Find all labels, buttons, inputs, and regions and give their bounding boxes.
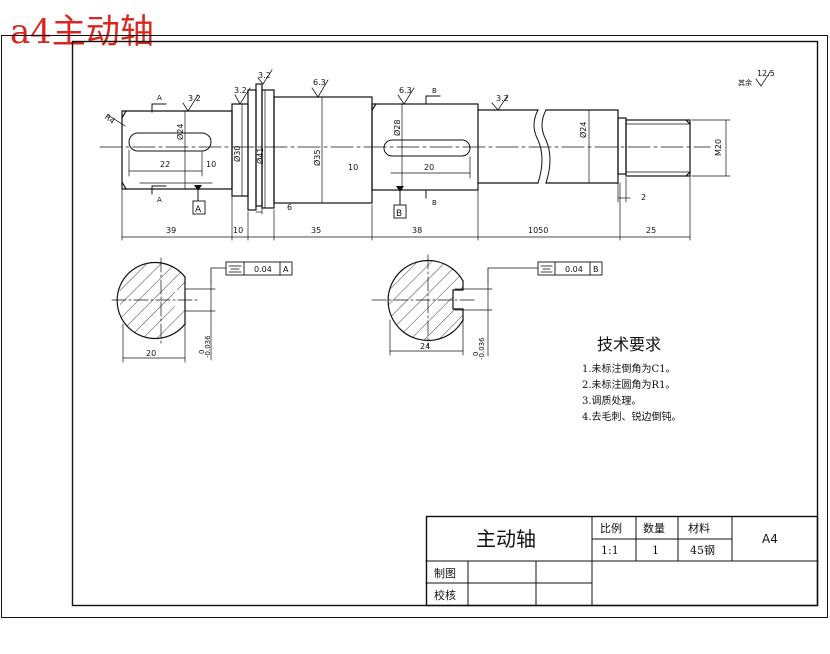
roughness-1: 3.2 bbox=[188, 94, 201, 103]
tech-heading: 技术要求 bbox=[597, 335, 661, 354]
roughness-values: 3.2 3.2 3.2 6.3 6.3 3.2 其余 12.5 bbox=[188, 69, 775, 103]
datum-a: A bbox=[195, 205, 202, 215]
dim-1050: 1050 bbox=[528, 226, 548, 235]
value-quantity: 1 bbox=[652, 544, 659, 557]
section-b-bottom: B bbox=[432, 199, 437, 207]
tech-item-3: 3.调质处理。 bbox=[582, 395, 642, 407]
title-block-text: 主动轴 比例 数量 材料 1:1 1 45钢 A4 制图 校核 bbox=[434, 521, 778, 602]
roughness-rest-prefix: 其余 bbox=[738, 78, 752, 87]
dim-6: 6 bbox=[287, 203, 292, 212]
section-a-tol-upper: 0 bbox=[198, 350, 206, 354]
dim-phi30: Ø30 bbox=[232, 146, 242, 162]
value-material: 45钢 bbox=[690, 544, 715, 557]
shaft-main-view bbox=[121, 83, 691, 211]
roughness-2: 3.2 bbox=[234, 86, 247, 95]
roughness-6: 3.2 bbox=[496, 94, 509, 103]
section-cut-labels: A A B B bbox=[157, 87, 437, 207]
section-a-tol-lower: -0.036 bbox=[204, 335, 212, 358]
dim-22: 22 bbox=[160, 160, 170, 169]
roughness-3: 3.2 bbox=[258, 71, 271, 80]
roughness-4: 6.3 bbox=[313, 78, 326, 87]
checked-by-label: 校核 bbox=[434, 588, 456, 602]
section-b-width: 24 bbox=[420, 342, 430, 351]
dim-phi41: Ø41 bbox=[255, 148, 265, 164]
main-dim-texts: Ø24 Ø30 Ø41 Ø35 Ø28 Ø24 M20 R4 22 10 10 … bbox=[103, 112, 723, 235]
roughness-5: 6.3 bbox=[399, 86, 412, 95]
datum-b: B bbox=[396, 209, 402, 219]
tolerance-a-datum: A bbox=[283, 265, 289, 274]
title-block bbox=[425, 515, 819, 607]
dim-38: 38 bbox=[412, 226, 422, 235]
tech-item-4: 4.去毛刺、锐边倒钝。 bbox=[582, 410, 682, 423]
header-quantity: 数量 bbox=[643, 522, 665, 535]
sheet-size: A4 bbox=[762, 532, 778, 546]
section-a-bottom: A bbox=[157, 196, 162, 204]
dim-m20: M20 bbox=[714, 139, 723, 156]
tech-item-1: 1.未标注倒角为C1。 bbox=[582, 362, 676, 375]
tolerance-b-value: 0.04 bbox=[565, 265, 583, 274]
section-a-width: 20 bbox=[146, 349, 156, 358]
dim-25: 25 bbox=[646, 226, 656, 235]
drawn-by-label: 制图 bbox=[434, 567, 456, 580]
value-scale: 1:1 bbox=[601, 544, 619, 557]
technical-requirements: 技术要求 1.未标注倒角为C1。 2.未标注圆角为R1。 3.调质处理。 4.去… bbox=[582, 335, 682, 423]
section-b-tol-lower: -0.036 bbox=[478, 337, 486, 360]
length-dimensions bbox=[107, 114, 691, 241]
dim-phi35: Ø35 bbox=[312, 150, 322, 166]
dim-35: 35 bbox=[311, 226, 321, 235]
dim-2: 2 bbox=[641, 193, 646, 202]
section-a-top: A bbox=[157, 94, 162, 102]
tolerance-b-datum: B bbox=[593, 265, 599, 274]
datum-markers: A B bbox=[192, 185, 407, 219]
dim-phi24-right: Ø24 bbox=[578, 122, 588, 138]
section-a-view: 20 0 -0.036 0.04 A bbox=[111, 257, 293, 363]
dim-10b: 10 bbox=[348, 163, 358, 172]
part-name: 主动轴 bbox=[476, 527, 536, 551]
tech-item-2: 2.未标注圆角为R1。 bbox=[582, 378, 675, 391]
roughness-symbols bbox=[182, 69, 771, 112]
dim-39: 39 bbox=[166, 226, 176, 235]
header-scale: 比例 bbox=[600, 521, 622, 535]
roughness-rest-value: 12.5 bbox=[757, 69, 775, 78]
dim-10a: 10 bbox=[206, 160, 216, 169]
section-b-tol-upper: 0 bbox=[472, 352, 480, 356]
dim-r4: R4 bbox=[103, 112, 117, 125]
dim-phi28: Ø28 bbox=[392, 120, 402, 136]
header-material: 材料 bbox=[688, 521, 710, 535]
dim-10c: 10 bbox=[233, 226, 243, 235]
section-cut-lines bbox=[151, 95, 441, 205]
tolerance-a-value: 0.04 bbox=[254, 265, 272, 274]
overlay-title: a4主动轴 bbox=[10, 12, 154, 52]
section-b-view: 24 0 -0.036 0.04 B bbox=[371, 254, 603, 360]
section-b-top: B bbox=[432, 87, 437, 95]
diameter-dim-lines bbox=[184, 89, 731, 209]
dim-phi24-left: Ø24 bbox=[175, 124, 185, 140]
dim-20: 20 bbox=[424, 163, 434, 172]
